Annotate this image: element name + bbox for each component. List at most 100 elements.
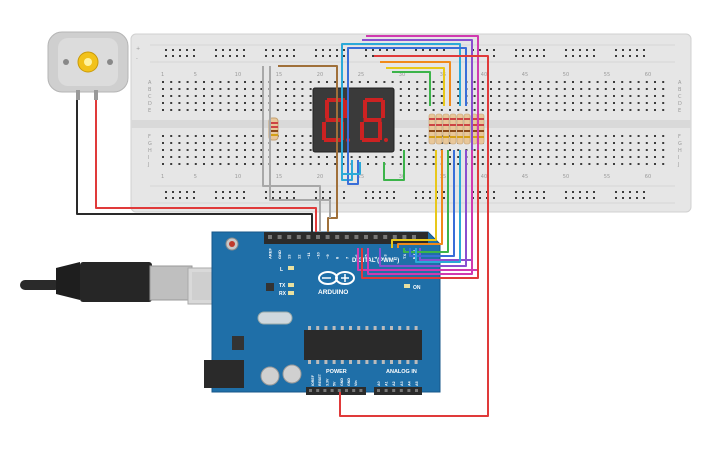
column-number-top: 45 [522, 72, 528, 78]
resistor-band [471, 124, 477, 126]
resistor-band [471, 130, 477, 132]
column-number-top: 1 [161, 72, 164, 78]
wire-blue [347, 47, 467, 185]
segment-horizontal [365, 98, 383, 102]
row-letter-left: E [148, 108, 151, 114]
power-pin-label: 5V [333, 381, 337, 386]
resistor-band [436, 130, 442, 132]
pin-label: 4 [373, 256, 378, 259]
pin-label: AREF [268, 248, 273, 259]
column-number-top: 15 [276, 72, 282, 78]
column-number-bottom: 55 [604, 174, 610, 180]
column-number-bottom: 1 [161, 174, 164, 180]
wire-res-orange [397, 150, 443, 248]
resistor-band [478, 118, 484, 120]
column-number-top: 20 [317, 72, 323, 78]
column-number-bottom: 40 [481, 174, 487, 180]
wire-gray-left [262, 66, 321, 232]
analog-label: ANALOG IN [386, 369, 417, 375]
resistor-band [478, 130, 484, 132]
segment-vertical [325, 100, 329, 118]
header-pin [268, 235, 272, 239]
analog-pin-label: A0 [377, 381, 381, 386]
power-pin-label: IOREF [311, 374, 315, 386]
resistor-band [457, 118, 463, 120]
column-number-bottom: 50 [563, 174, 569, 180]
resistor-band [464, 136, 470, 138]
bottom-header-pins [309, 389, 418, 392]
resistor-band [436, 124, 442, 126]
analog-pin-label: A4 [407, 381, 411, 386]
header-pin [316, 235, 320, 239]
column-number-bottom: 45 [522, 174, 528, 180]
wire-res-green [403, 150, 449, 253]
resistor-band [443, 118, 449, 120]
row-letter-left: A [148, 80, 152, 86]
pin-label: 8 [335, 256, 340, 259]
pin-label: 7 [344, 256, 349, 259]
breadboard-labels: 1155101015152020252530303535404045455050… [147, 72, 682, 180]
wires [76, 35, 489, 417]
wire-orange [380, 61, 451, 106]
wire-brown [278, 65, 338, 232]
resistor-band [450, 118, 456, 120]
column-number-bottom: 30 [399, 174, 405, 180]
header-pin [287, 235, 292, 239]
wire-motor-black [76, 100, 313, 232]
wire-motor-red [95, 100, 317, 232]
header-pin [373, 235, 378, 239]
resistor-band [443, 124, 449, 126]
resistor-array[interactable] [428, 113, 485, 145]
resistor-band [471, 118, 477, 120]
pin-label: ~10 [316, 251, 321, 259]
rail-plus-label: + [136, 46, 140, 52]
breadboard[interactable]: + - 115510101515202025253030353540404545… [130, 33, 692, 213]
resistor-band [443, 130, 449, 132]
pin-label: ~5 [364, 254, 369, 259]
row-letter-right: G [678, 141, 682, 147]
column-number-top: 60 [645, 72, 651, 78]
resistor-band [429, 124, 435, 126]
column-number-bottom: 10 [235, 174, 241, 180]
column-number-top: 55 [604, 72, 610, 78]
column-number-top: 35 [440, 72, 446, 78]
resistor-band [478, 124, 484, 126]
row-letter-left: J [147, 162, 149, 168]
wire-res-magenta [367, 150, 473, 275]
segment-horizontal [324, 138, 342, 142]
header-pin [296, 235, 301, 239]
row-letter-right: E [678, 108, 681, 114]
seven-segment-display[interactable] [312, 87, 395, 153]
column-number-top: 30 [399, 72, 405, 78]
resistor-band [457, 130, 463, 132]
column-number-top: 10 [235, 72, 241, 78]
segment-vertical [360, 122, 364, 140]
pin-label: 2 [392, 256, 397, 259]
column-number-bottom: 20 [317, 174, 323, 180]
led-label-rx: RX [279, 291, 287, 297]
resistor-band [464, 118, 470, 120]
power-pin-label: GND [340, 378, 344, 386]
dc-motor[interactable] [47, 31, 129, 100]
digital-label: DIGITAL (PWM~) [352, 258, 399, 264]
on-label: ON [413, 285, 421, 291]
row-letter-left: G [148, 141, 152, 147]
segment-vertical [322, 122, 326, 140]
column-number-bottom: 60 [645, 174, 651, 180]
segment-horizontal [325, 118, 344, 122]
pin-label: ~6 [354, 254, 359, 259]
led-label-tx: TX [279, 283, 286, 289]
pin-label: ~11 [306, 252, 311, 259]
wire-res-red [361, 150, 479, 279]
row-letter-right: I [678, 155, 679, 161]
column-number-top: 5 [194, 72, 197, 78]
row-letter-right: C [678, 94, 682, 100]
column-number-bottom: 5 [194, 174, 197, 180]
pin-label: 12 [296, 254, 301, 259]
header-pin [383, 235, 388, 239]
